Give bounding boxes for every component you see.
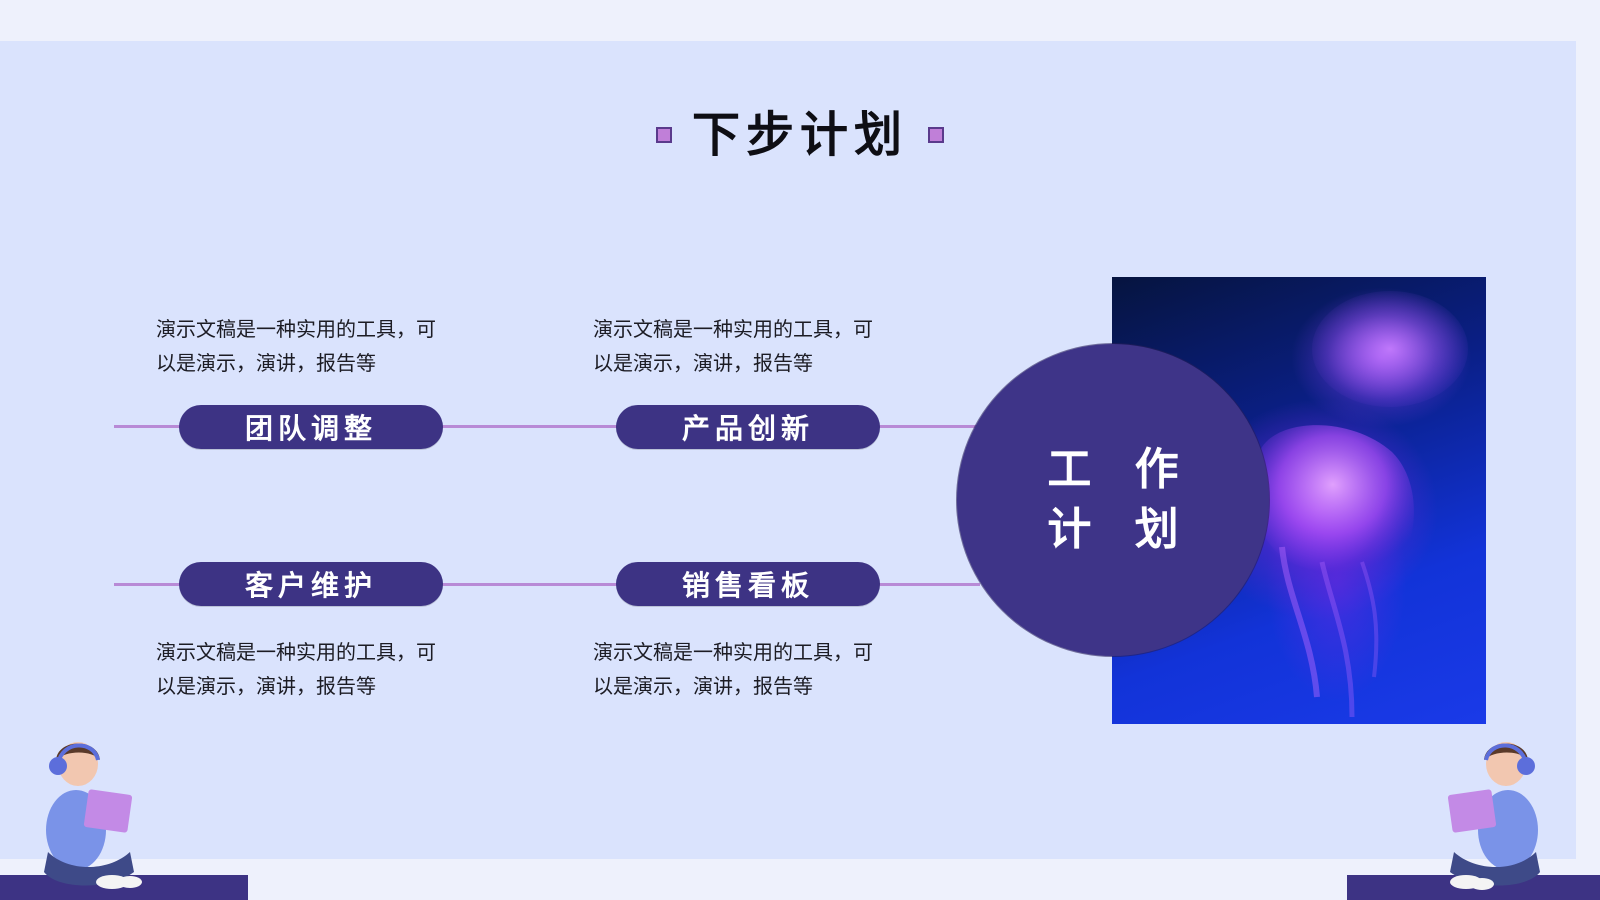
item-description: 演示文稿是一种实用的工具，可 以是演示，演讲，报告等: [156, 312, 486, 380]
description-line: 演示文稿是一种实用的工具，可: [156, 640, 436, 664]
item-description: 演示文稿是一种实用的工具，可 以是演示，演讲，报告等: [593, 312, 923, 380]
connector-line: [114, 583, 980, 586]
description-line: 以是演示，演讲，报告等: [593, 351, 813, 375]
item-pill: 客户维护: [179, 562, 443, 606]
item-pill: 产品创新: [616, 405, 880, 449]
square-icon: [928, 127, 944, 143]
item-label: 销售看板: [681, 569, 814, 602]
item-pill: 团队调整: [179, 405, 443, 449]
item-label: 产品创新: [681, 412, 814, 445]
circle-title-line: 计 划: [1047, 504, 1193, 555]
description-line: 演示文稿是一种实用的工具，可: [593, 317, 873, 341]
page-title: 下步计划: [691, 107, 908, 163]
item-label: 客户维护: [244, 569, 377, 602]
description-line: 以是演示，演讲，报告等: [593, 674, 813, 698]
description-line: 演示文稿是一种实用的工具，可: [593, 640, 873, 664]
item-description: 演示文稿是一种实用的工具，可 以是演示，演讲，报告等: [156, 635, 486, 703]
student-laptop-illustration: [1436, 732, 1566, 900]
square-icon: [655, 127, 672, 143]
description-line: 以是演示，演讲，报告等: [156, 351, 376, 375]
description-line: 以是演示，演讲，报告等: [156, 674, 376, 698]
item-label: 团队调整: [244, 412, 377, 445]
circle-title-line: 工 作: [1047, 444, 1193, 495]
jellyfish-illustration: [1251, 291, 1468, 718]
center-circle: 工 作 计 划: [957, 344, 1269, 656]
item-pill: 销售看板: [616, 562, 880, 606]
title-row: 下步计划: [0, 105, 1600, 165]
description-line: 演示文稿是一种实用的工具，可: [156, 317, 436, 341]
student-laptop-illustration: [18, 732, 148, 900]
connector-line: [114, 425, 980, 428]
item-description: 演示文稿是一种实用的工具，可 以是演示，演讲，报告等: [593, 635, 923, 703]
